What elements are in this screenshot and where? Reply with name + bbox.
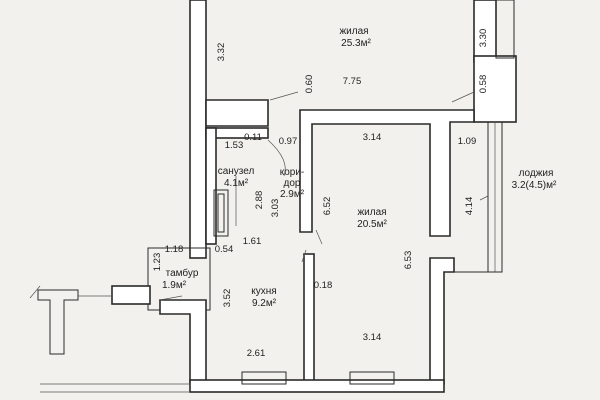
kitchen-name: кухня	[251, 286, 276, 297]
living-room-mid-name: жилая	[357, 207, 386, 218]
dim-1-18: 1.18	[165, 244, 184, 255]
bathroom-name: санузел	[218, 166, 255, 177]
dim-2-61: 2.61	[247, 348, 266, 359]
dim-3-52: 3.52	[222, 289, 233, 308]
corridor-name-line1: кори-	[280, 167, 305, 178]
wall-upper-partition-left	[205, 99, 269, 127]
living-room-top-name: жилая	[339, 26, 368, 37]
door-swing-vestibule	[159, 295, 183, 301]
door-swing-living-right	[451, 91, 475, 103]
dim-3-14-top: 3.14	[363, 132, 382, 143]
dim-3-14-bottom: 3.14	[363, 332, 382, 343]
dim-3-03: 3.03	[270, 199, 281, 218]
dim-0-60: 0.60	[304, 75, 315, 94]
dim-1-09: 1.09	[458, 136, 477, 147]
vestibule-door-block	[111, 285, 151, 305]
living-room-mid-area: 20.5м²	[357, 219, 387, 230]
vestibule-area: 1.9м²	[162, 280, 187, 291]
window-top-right	[495, 0, 515, 59]
kitchen-area: 9.2м²	[252, 298, 277, 309]
dim-4-14: 4.14	[464, 197, 475, 216]
loggia-area: 3.2(4.5)м²	[512, 180, 557, 191]
dim-1-53: 1.53	[225, 140, 244, 151]
wall-kitchen-living-partition	[303, 253, 315, 385]
window-living-mid	[349, 371, 395, 385]
dim-0-11: 0.11	[244, 132, 262, 143]
door-swing-corridor	[267, 139, 286, 177]
entrance-step	[29, 285, 41, 299]
dim-6-53: 6.53	[403, 251, 414, 270]
dim-0-18: 0.18	[314, 280, 333, 291]
door-swing-kitchen	[301, 249, 307, 263]
dim-1-61: 1.61	[243, 236, 262, 247]
dim-1-23: 1.23	[152, 253, 163, 272]
entrance-landing	[37, 289, 79, 355]
dim-2-88: 2.88	[254, 191, 265, 210]
dim-0-58: 0.58	[478, 75, 489, 94]
window-kitchen	[241, 371, 287, 385]
wall-upper-partition-right	[299, 109, 475, 237]
wall-left-upper	[189, 0, 207, 259]
bathtub	[213, 189, 229, 237]
living-room-top-area: 25.3м²	[341, 38, 371, 49]
dim-0-54: 0.54	[215, 244, 234, 255]
dim-3-32: 3.32	[216, 43, 227, 62]
wall-bottom	[189, 379, 445, 393]
bathroom-area: 4.1м²	[224, 178, 249, 189]
corridor-area: 2.9м²	[280, 189, 305, 200]
dim-line-loggia	[479, 195, 489, 201]
dim-3-30: 3.30	[478, 29, 489, 48]
vestibule-name: тамбур	[166, 267, 199, 279]
loggia-name: лоджия	[519, 168, 554, 179]
door-swing-living-top	[269, 91, 299, 101]
bathtub-inner	[217, 193, 225, 233]
dim-7-75: 7.75	[343, 76, 362, 87]
wall-bathroom-left	[205, 127, 217, 245]
corridor-name-line2: дор	[284, 178, 301, 189]
door-swing-living-mid	[315, 229, 323, 245]
dim-6-52: 6.52	[322, 197, 333, 216]
dim-0-97: 0.97	[279, 136, 298, 147]
